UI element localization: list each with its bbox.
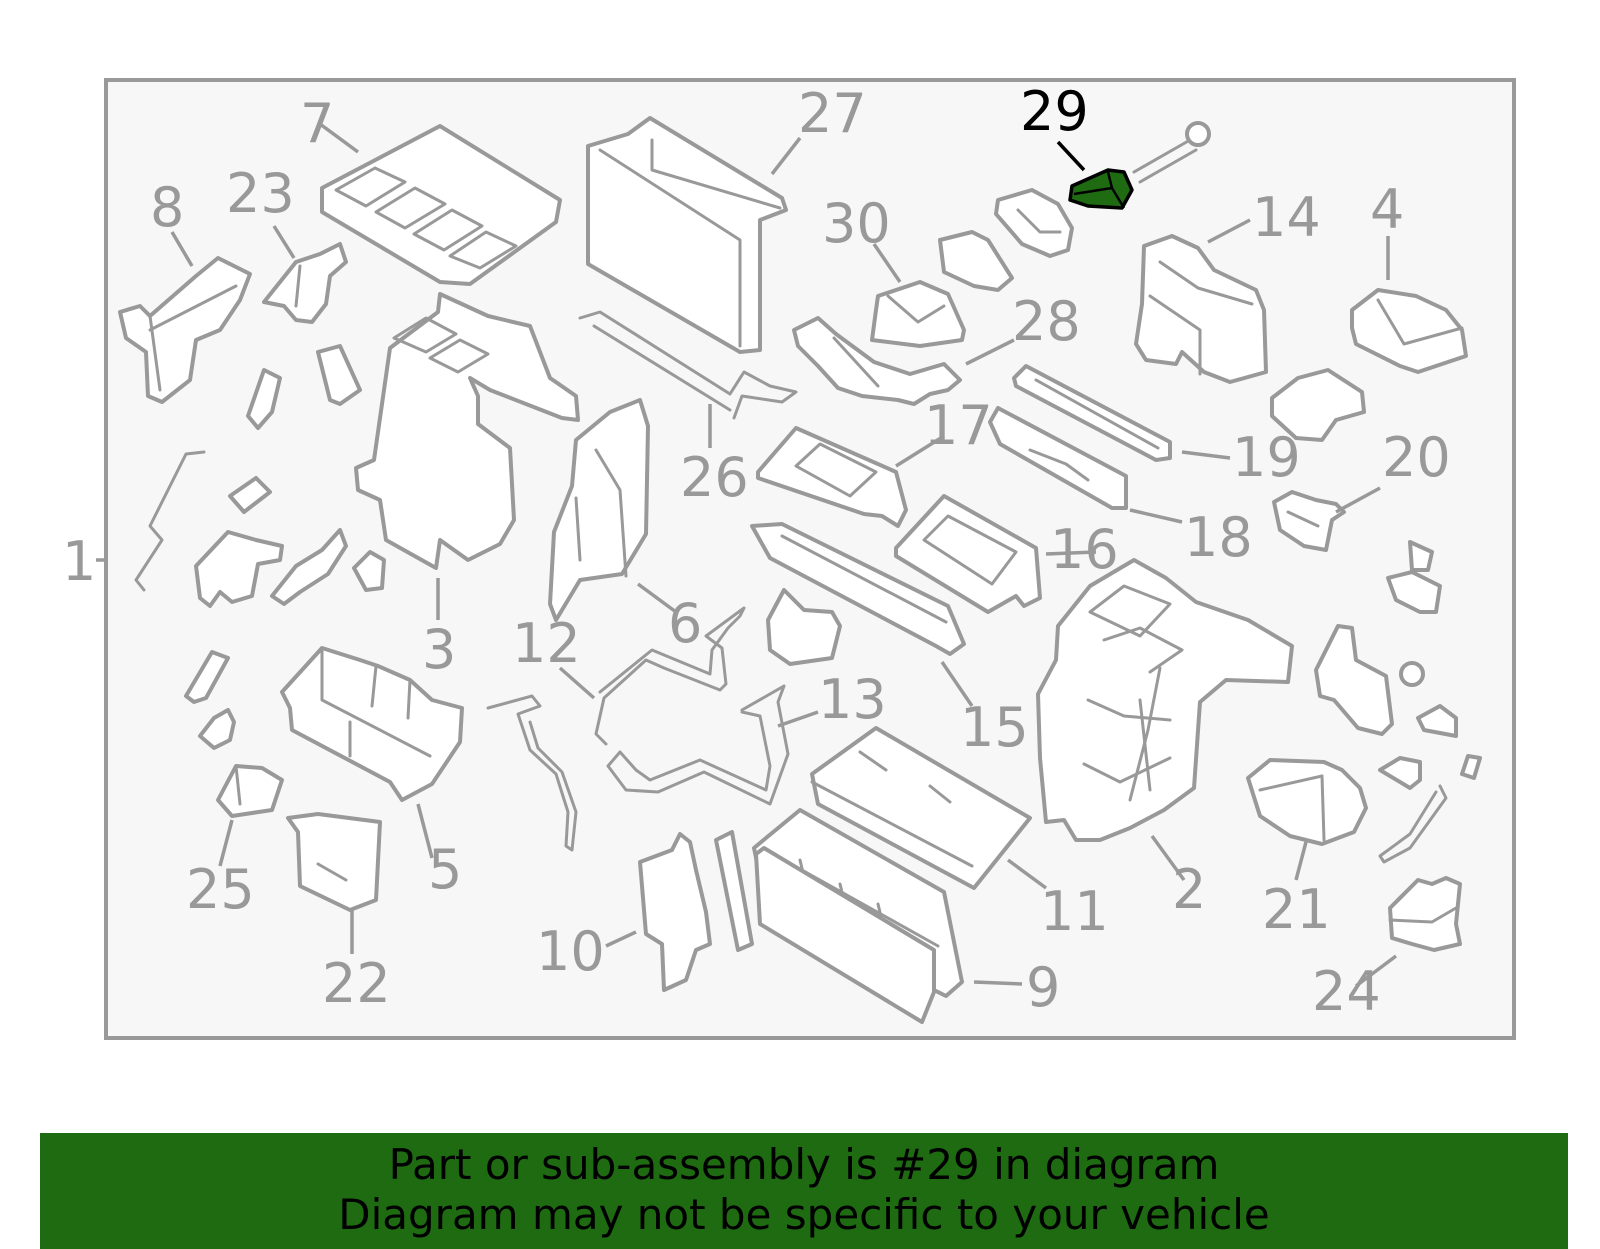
part-27-shape [586,116,788,354]
part-25-shape [216,764,284,818]
callout-25: 25 [186,858,255,921]
callout-29[interactable]: 29 [1020,80,1089,143]
part-3-shape [354,292,580,570]
part-26-shape [578,310,798,420]
part-2-shape [1036,558,1294,842]
callout-12: 12 [512,612,581,675]
small-parts-mid [766,368,1482,864]
part-4-shape [1350,288,1468,374]
callout-9: 9 [1026,956,1060,1019]
part-19-shape [1012,364,1172,462]
part-18-shape [988,406,1128,510]
callout-21: 21 [1262,878,1331,941]
part-5-shape [280,646,464,802]
part-9-shape [752,808,964,1024]
callout-8: 8 [150,176,184,239]
small-parts-top [938,188,1074,292]
part-7-shape [320,124,562,286]
callout-18: 18 [1184,506,1253,569]
callout-13: 13 [818,668,887,731]
callout-5: 5 [428,838,462,901]
callout-4: 4 [1370,178,1404,241]
part-29-highlight[interactable] [1068,168,1134,210]
callout-15: 15 [960,696,1029,759]
callout-2: 2 [1172,858,1206,921]
callout-7: 7 [300,92,334,155]
callout-17: 17 [924,394,993,457]
info-banner: Part or sub-assembly is #29 in diagram D… [40,1133,1568,1249]
banner-disclaimer-line: Diagram may not be specific to your vehi… [338,1190,1270,1239]
part-14-shape [1134,234,1268,384]
part-13-shape [606,684,790,806]
leader-lines [96,122,1398,988]
callout-3: 3 [422,618,456,681]
callout-22: 22 [322,952,391,1015]
callout-14: 14 [1252,186,1321,249]
callout-labels: 1 2 3 4 5 6 7 8 9 10 11 12 13 14 15 16 1… [62,80,1451,1023]
part-21-shape [1246,758,1368,846]
part-16-shape [894,494,1042,614]
part-24-shape [1388,876,1462,952]
callout-10: 10 [536,920,605,983]
part-8-shape [118,256,252,404]
part-15-shape [750,522,966,656]
part-12-shape [594,606,746,746]
callout-28: 28 [1012,290,1081,353]
callout-26: 26 [680,446,749,509]
parts-diagram: 1 2 3 4 5 6 7 8 9 10 11 12 13 14 15 16 1… [62,78,1516,1040]
part-22-shape [286,812,382,912]
part-17-shape [756,426,908,528]
part-23-shape [262,242,348,324]
callout-19: 19 [1232,426,1301,489]
part-6-shape [548,398,650,622]
pipe-shape [486,694,578,852]
callout-16: 16 [1050,518,1119,581]
callout-24: 24 [1312,960,1381,1023]
callout-30: 30 [822,192,891,255]
small-parts-left [134,344,386,750]
part-30-shape [870,280,966,348]
callout-11: 11 [1040,880,1109,943]
callout-6: 6 [668,592,702,655]
part-11-shape [810,726,1032,890]
callout-20: 20 [1382,426,1451,489]
callout-23: 23 [226,162,295,225]
callout-1: 1 [62,530,96,593]
part-28-shape [792,316,962,406]
bolt-shape [1132,121,1211,184]
banner-part-line: Part or sub-assembly is #29 in diagram [388,1140,1220,1189]
callout-27: 27 [798,82,867,145]
part-10-shape [638,830,754,992]
